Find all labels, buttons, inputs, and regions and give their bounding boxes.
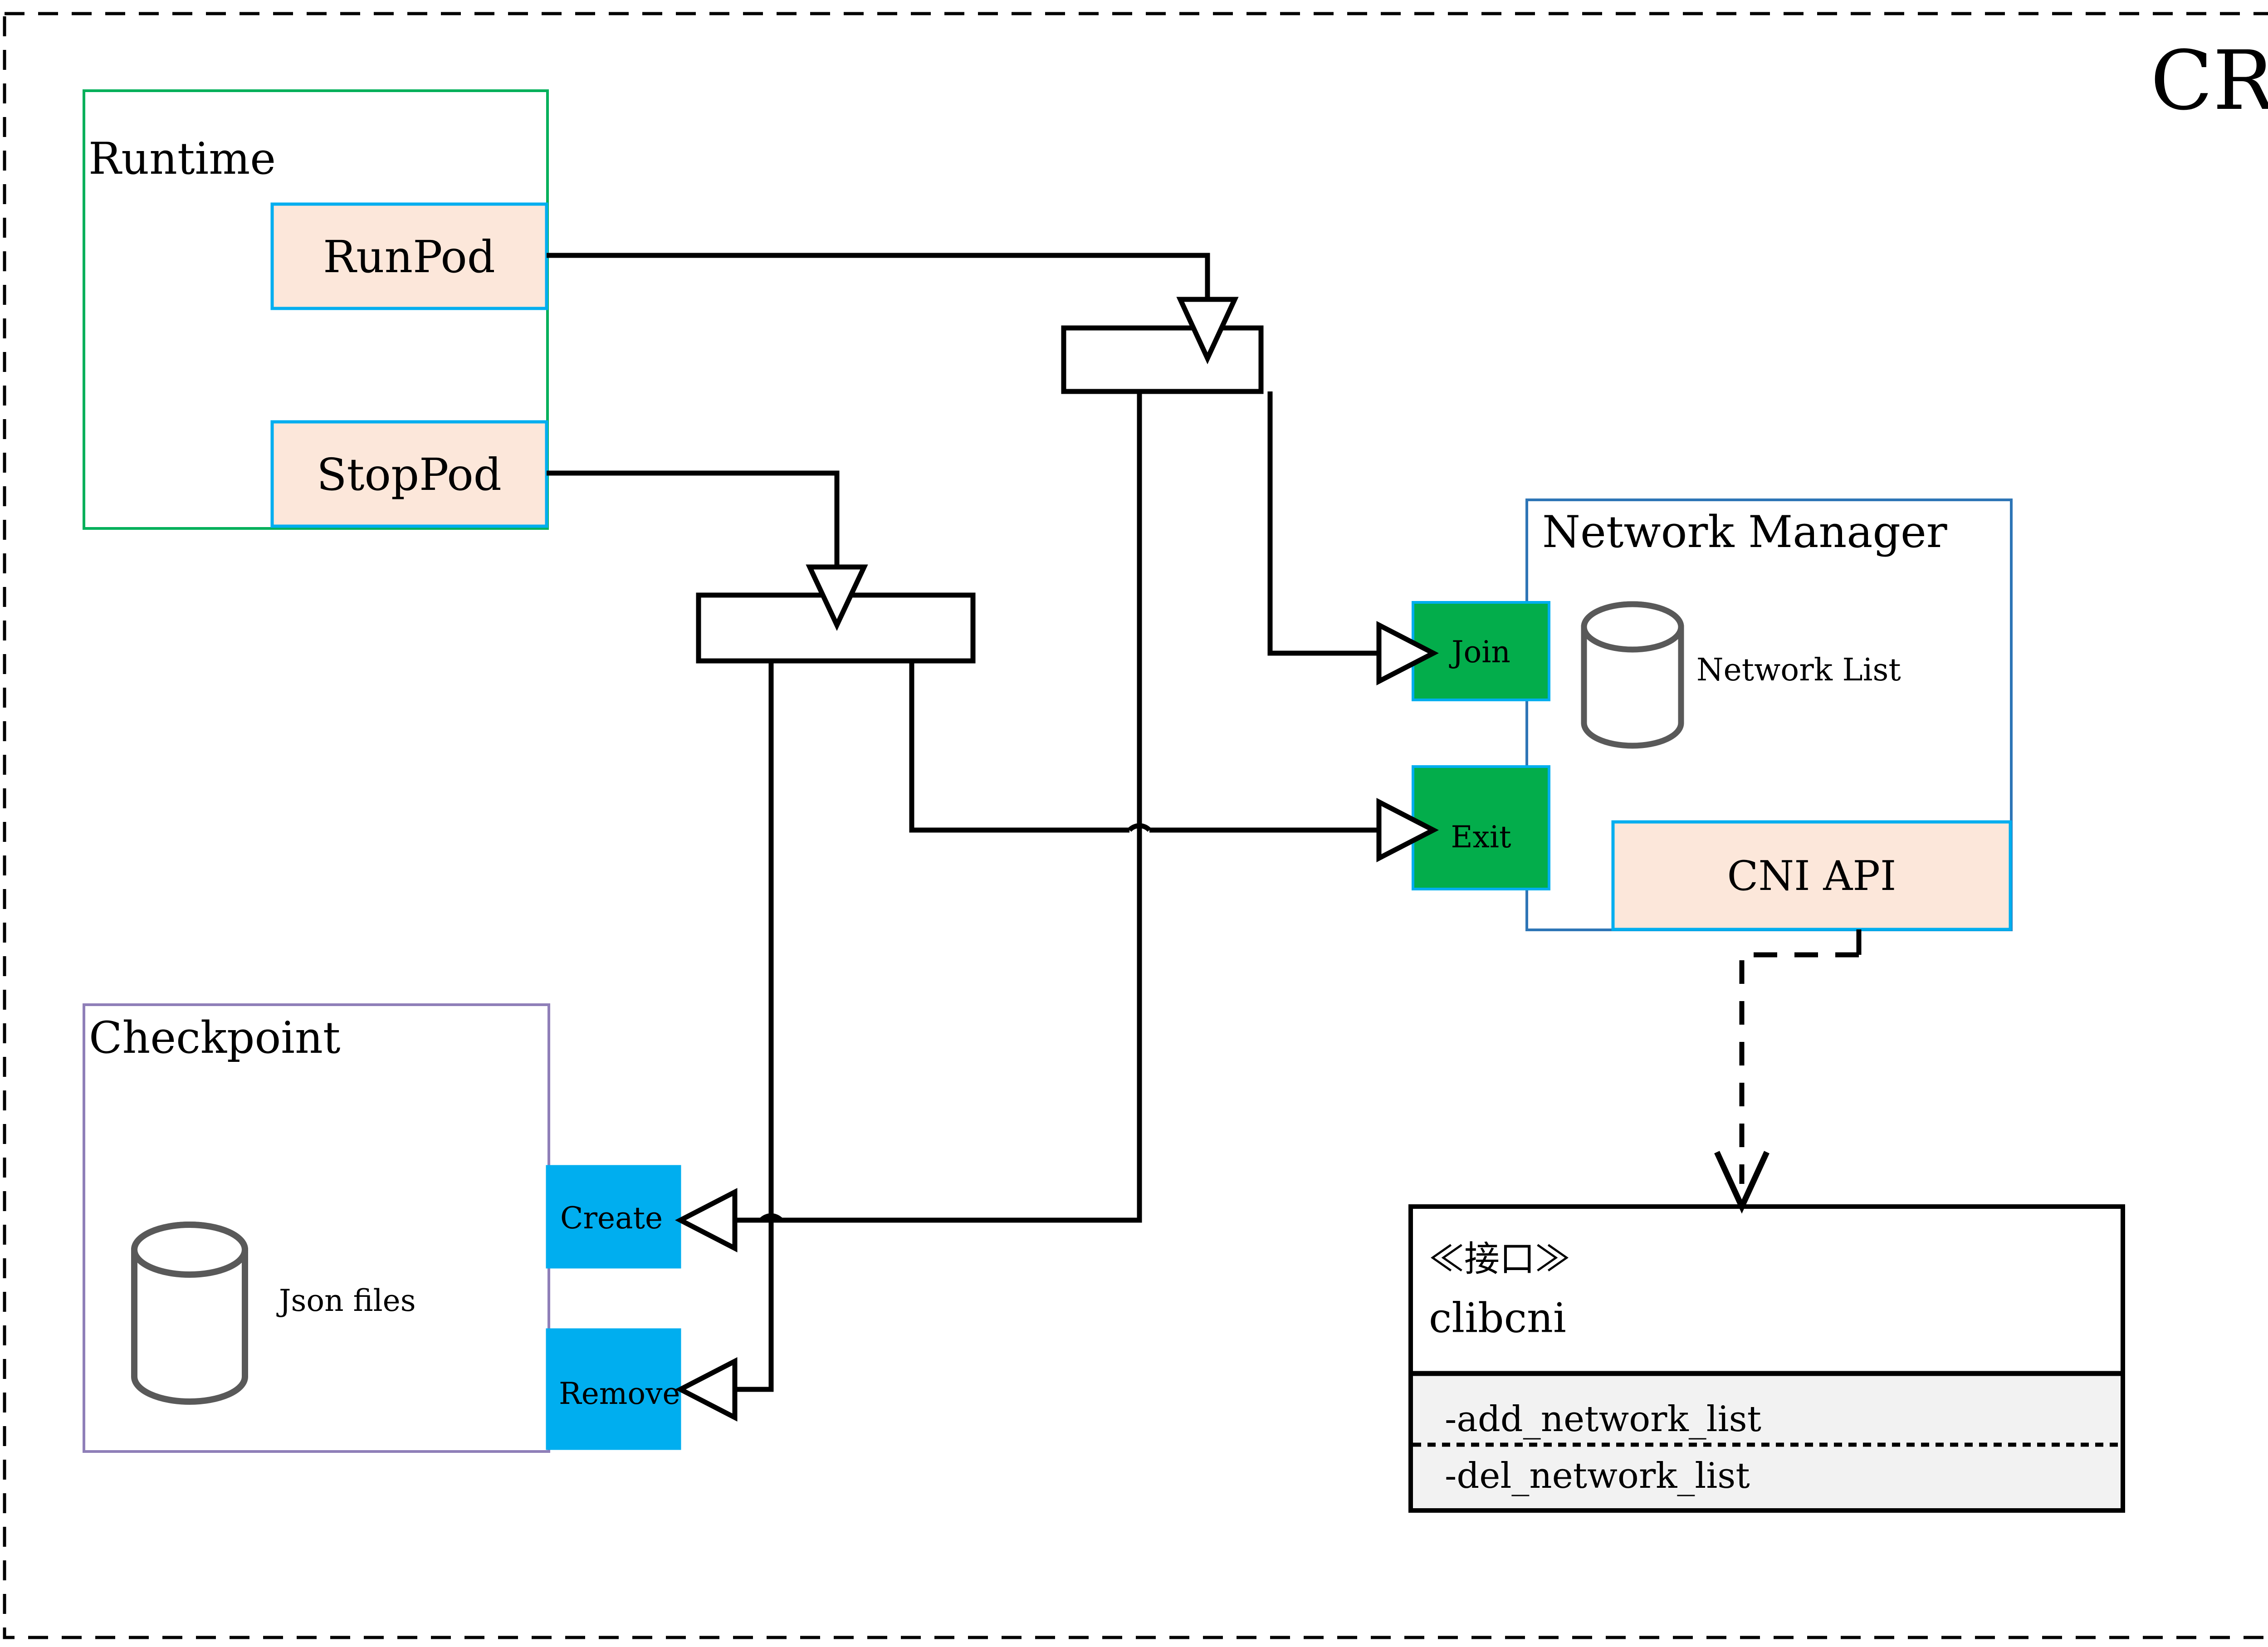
edge-runpod-to-junction-top (547, 253, 1210, 302)
arrowhead-create (675, 1188, 738, 1253)
edge-junction-bottom-left-leg (705, 661, 774, 1392)
join-node[interactable] (1412, 601, 1550, 701)
json-files-database-icon (131, 1222, 248, 1405)
network-manager-group-label: Network Manager (1542, 507, 1947, 557)
join-label: Join (1449, 635, 1510, 670)
junction-top (1061, 325, 1264, 394)
edge-stoppod-to-junction-bottom (547, 470, 840, 569)
arrowhead-clibcni-open (1714, 1151, 1769, 1214)
clibcni-method-add: -add_network_list (1445, 1399, 1761, 1440)
clibcni-methods-compartment (1413, 1373, 2121, 1508)
cni-api-label: CNI API (1727, 852, 1897, 900)
edge-exit-hop (1127, 823, 1152, 832)
edge-junction-top-left-leg (705, 391, 1142, 1223)
arrowhead-remove (675, 1357, 738, 1422)
clibcni-method-del: -del_network_list (1445, 1456, 1750, 1496)
arrowhead-join (1376, 621, 1439, 686)
exit-label: Exit (1451, 820, 1511, 855)
stop-pod-node[interactable] (270, 420, 548, 528)
network-list-label: Network List (1696, 652, 1901, 688)
arrowhead-exit (1376, 797, 1439, 863)
stop-pod-label: StopPod (317, 449, 502, 500)
network-list-database-icon (1581, 601, 1684, 749)
arrowhead-runpod-junction (1176, 297, 1239, 365)
create-node[interactable] (546, 1165, 681, 1269)
clibcni-stereotype: ≪接口≫ (1429, 1239, 1570, 1280)
exit-node[interactable] (1412, 765, 1550, 890)
cni-api-node[interactable] (1611, 820, 2012, 931)
checkpoint-group-label: Checkpoint (89, 1012, 340, 1063)
outer-boundary (3, 12, 2268, 1639)
connectors (547, 253, 1862, 1422)
edge-junction-top-right-leg (1267, 391, 1379, 656)
remove-label: Remove (559, 1376, 680, 1411)
remove-node[interactable] (546, 1328, 681, 1450)
runtime-group-label: Runtime (88, 133, 276, 184)
edge-junction-bottom-right-leg (909, 661, 1129, 833)
arrowhead-stoppod-junction (806, 564, 868, 631)
page-title: CRI (2151, 34, 2268, 128)
edge-create-hop (759, 1213, 783, 1222)
create-label: Create (560, 1201, 663, 1236)
edge-cniapi-to-clibcni (1739, 952, 1859, 1184)
run-pod-label: RunPod (323, 231, 495, 283)
clibcni-class-name: clibcni (1429, 1294, 1566, 1342)
json-files-label: Json files (276, 1283, 416, 1318)
run-pod-node[interactable] (270, 202, 548, 310)
